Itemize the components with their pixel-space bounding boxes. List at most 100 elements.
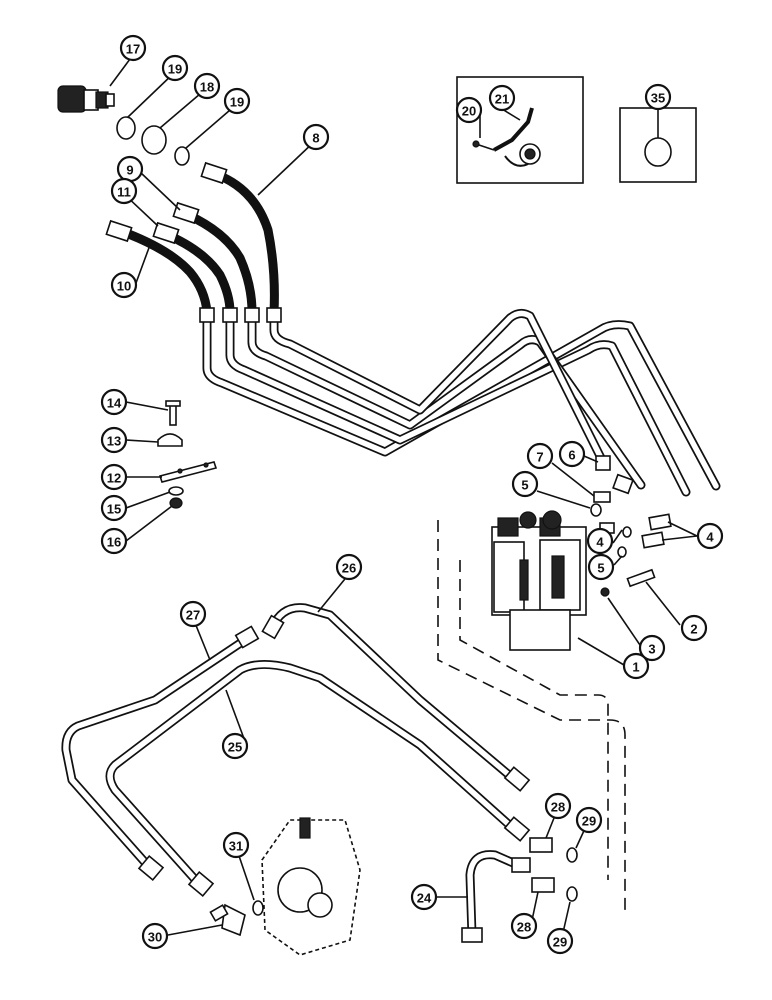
callout-number: 25 bbox=[228, 740, 242, 755]
callout-circle bbox=[223, 87, 251, 115]
callout-c28b: 28 bbox=[510, 912, 538, 940]
callout-circle bbox=[410, 883, 438, 911]
callout-c6: 6 bbox=[558, 440, 586, 468]
callout-c14: 14 bbox=[100, 388, 128, 416]
callout-number: 16 bbox=[107, 535, 121, 550]
inset-box-dust-cap bbox=[456, 76, 584, 184]
callout-c35: 35 bbox=[644, 83, 672, 111]
clamp-hardware bbox=[157, 400, 218, 509]
callout-c25: 25 bbox=[221, 732, 249, 760]
callout-circle bbox=[575, 806, 603, 834]
callout-c15: 15 bbox=[100, 494, 128, 522]
callout-c7: 7 bbox=[526, 442, 554, 470]
callout-circle bbox=[222, 831, 250, 859]
callout-c5b: 5 bbox=[587, 553, 615, 581]
callout-c19a: 19 bbox=[161, 54, 189, 82]
callout-circle bbox=[100, 494, 128, 522]
callout-circle bbox=[587, 553, 615, 581]
callout-number: 7 bbox=[536, 450, 543, 465]
callout-c27: 27 bbox=[179, 600, 207, 628]
callout-circle bbox=[696, 522, 724, 550]
callout-circle bbox=[546, 927, 574, 955]
tube-24-and-fittings bbox=[461, 837, 578, 943]
callout-number: 19 bbox=[168, 62, 182, 77]
callout-number: 28 bbox=[551, 800, 565, 815]
callout-circle bbox=[680, 614, 708, 642]
callout-number: 5 bbox=[521, 478, 528, 493]
coupler-assembly bbox=[57, 85, 190, 166]
callout-number: 14 bbox=[107, 396, 122, 411]
callout-c13: 13 bbox=[100, 426, 128, 454]
callout-number: 6 bbox=[568, 448, 575, 463]
callout-circle bbox=[558, 440, 586, 468]
callout-number: 28 bbox=[517, 920, 531, 935]
callout-number: 1 bbox=[632, 660, 639, 675]
callout-number: 29 bbox=[582, 814, 596, 829]
callout-c5a: 5 bbox=[511, 470, 539, 498]
callout-c24: 24 bbox=[410, 883, 438, 911]
callout-c12: 12 bbox=[100, 463, 128, 491]
callout-circle bbox=[100, 527, 128, 555]
callout-c26: 26 bbox=[335, 553, 363, 581]
callout-number: 17 bbox=[126, 42, 140, 57]
callout-circle bbox=[526, 442, 554, 470]
callout-circle bbox=[511, 470, 539, 498]
callout-c3: 3 bbox=[638, 634, 666, 662]
callout-c2: 2 bbox=[680, 614, 708, 642]
callout-circle bbox=[544, 792, 572, 820]
callout-number: 27 bbox=[186, 608, 200, 623]
callout-circle bbox=[100, 388, 128, 416]
callout-c11: 11 bbox=[110, 177, 138, 205]
callout-c8: 8 bbox=[302, 123, 330, 151]
callout-circle bbox=[141, 922, 169, 950]
callout-number: 8 bbox=[312, 131, 319, 146]
callout-circle bbox=[302, 123, 330, 151]
callout-circle bbox=[110, 271, 138, 299]
callout-circle bbox=[161, 54, 189, 82]
callout-c4b: 4 bbox=[696, 522, 724, 550]
callout-circle bbox=[644, 83, 672, 111]
callout-number: 30 bbox=[148, 930, 162, 945]
lower-tube-assembly bbox=[61, 603, 531, 898]
callout-c19b: 19 bbox=[223, 87, 251, 115]
callout-number: 21 bbox=[495, 92, 509, 107]
callout-circle bbox=[335, 553, 363, 581]
callout-number: 20 bbox=[462, 104, 476, 119]
seal-ring-19a bbox=[116, 116, 136, 140]
callout-c10: 10 bbox=[110, 271, 138, 299]
callout-circle bbox=[179, 600, 207, 628]
callout-c18: 18 bbox=[193, 72, 221, 100]
callout-number: 13 bbox=[107, 434, 121, 449]
callout-c29b: 29 bbox=[546, 927, 574, 955]
callout-number: 35 bbox=[651, 91, 665, 106]
callout-number: 18 bbox=[200, 80, 214, 95]
callout-number: 24 bbox=[417, 891, 432, 906]
callout-circle bbox=[110, 177, 138, 205]
callout-circle bbox=[193, 72, 221, 100]
hose-and-tube-bundle bbox=[105, 161, 721, 497]
callout-number: 2 bbox=[690, 622, 697, 637]
callout-number: 31 bbox=[229, 839, 243, 854]
pump-body-and-elbow bbox=[209, 817, 361, 956]
callout-number: 12 bbox=[107, 471, 121, 486]
callout-circle bbox=[100, 463, 128, 491]
callout-circle bbox=[586, 527, 614, 555]
callout-number: 5 bbox=[597, 561, 604, 576]
callout-circle bbox=[638, 634, 666, 662]
callout-number: 11 bbox=[117, 185, 131, 200]
callout-number: 19 bbox=[230, 95, 244, 110]
callout-circle bbox=[119, 34, 147, 62]
callout-c9: 9 bbox=[116, 155, 144, 183]
callout-circle bbox=[488, 84, 516, 112]
callout-number: 15 bbox=[107, 502, 121, 517]
callout-c16: 16 bbox=[100, 527, 128, 555]
callout-number: 10 bbox=[117, 279, 131, 294]
callout-number: 3 bbox=[648, 642, 655, 657]
quick-coupler-17 bbox=[57, 85, 115, 113]
remote-valve-assembly bbox=[437, 455, 672, 910]
callout-c29a: 29 bbox=[575, 806, 603, 834]
seal-ring-19b bbox=[174, 146, 190, 166]
callout-circle bbox=[455, 96, 483, 124]
